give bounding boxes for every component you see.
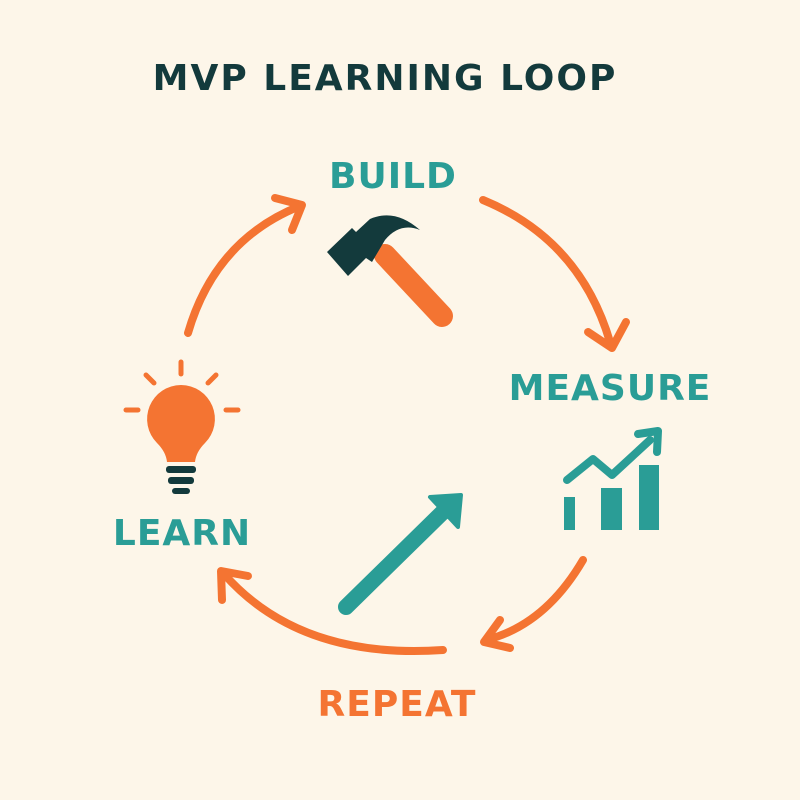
arrow-learn-to-build [184,194,306,337]
hammer-icon [327,215,453,327]
diagonal-arrow-icon [338,493,463,615]
chart-bar [639,465,659,530]
stage-label-build: BUILD [329,156,457,197]
stage-label-measure: MEASURE [508,368,712,409]
chart-bar [564,497,575,530]
arrow-measure-to-repeat [480,556,587,652]
stage-label-learn: LEARN [112,513,252,554]
arrow-repeat-to-learn [217,567,447,655]
diagram-title: MVP LEARNING LOOP [152,58,618,99]
chart-growth-icon [563,427,662,530]
chart-bar [601,488,622,530]
stage-label-repeat: REPEAT [317,684,477,725]
lightbulb-icon [123,359,241,494]
arrow-build-to-measure [479,196,630,352]
